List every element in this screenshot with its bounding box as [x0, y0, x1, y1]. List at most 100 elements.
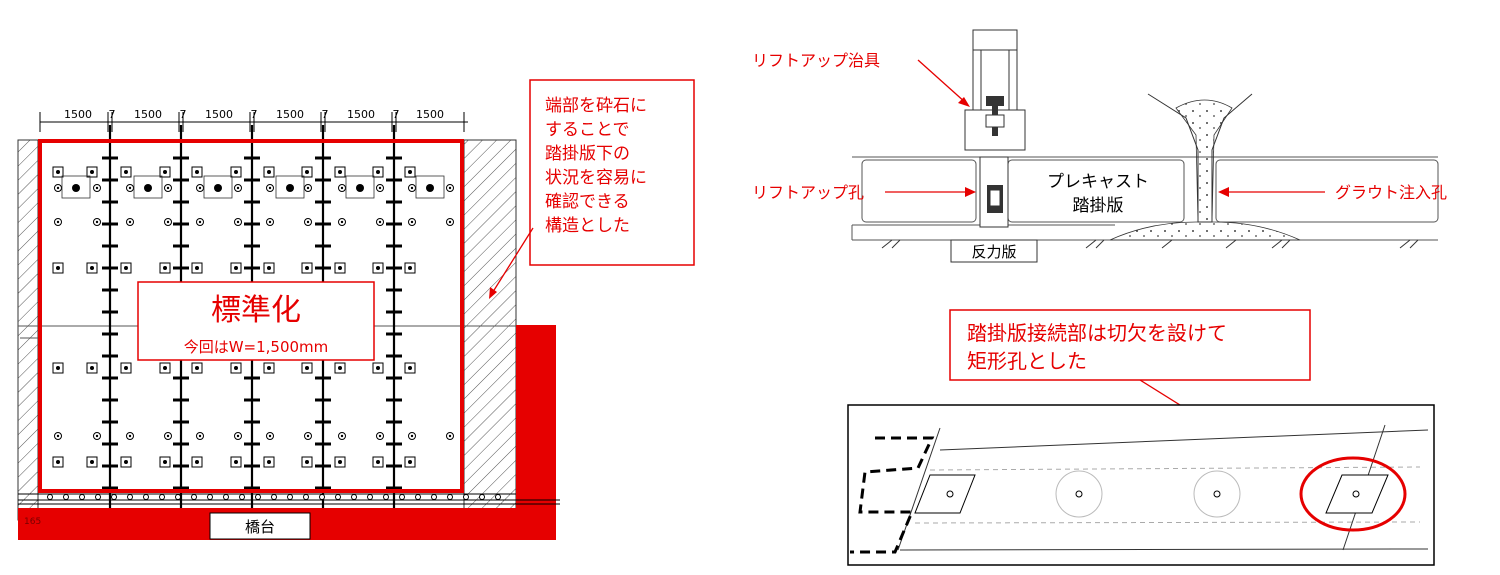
standardize-title: 標準化: [211, 293, 301, 328]
anchor-dot: [163, 460, 167, 464]
anchor-center: [306, 186, 310, 190]
right-hatch-strip: [463, 139, 517, 511]
anchor-center: [236, 220, 240, 224]
anchor-dot: [234, 460, 238, 464]
left-hatch-strip: [17, 139, 39, 521]
end-callout-box: [529, 79, 695, 266]
anchor-dot: [163, 366, 167, 370]
anchor-center: [56, 186, 60, 190]
anchor-center: [236, 434, 240, 438]
anchor-center: [268, 186, 272, 190]
anchor-center: [378, 220, 382, 224]
anchor-solid: [426, 184, 434, 192]
anchor-solid: [144, 184, 152, 192]
anchor-dot: [305, 266, 309, 270]
anchor-dot: [90, 460, 94, 464]
standardize-box: [137, 281, 375, 361]
dimension-label: 7: [251, 108, 258, 121]
end-callout-line: 踏掛版下の: [545, 144, 630, 164]
anchor-center: [340, 186, 344, 190]
end-callout: 端部を砕石に することで 踏掛版下の 状況を容易に 確認できる 構造とした: [545, 94, 647, 238]
bottom-bolt: [431, 494, 437, 500]
anchor-center: [340, 220, 344, 224]
anchor-center: [56, 220, 60, 224]
anchor-center: [198, 186, 202, 190]
anchor-center: [378, 186, 382, 190]
anchor-dot: [56, 460, 60, 464]
bottom-bolt: [47, 494, 53, 500]
bottom-bolt: [351, 494, 357, 500]
end-callout-line: することで: [545, 120, 630, 140]
anchor-center: [410, 220, 414, 224]
anchor-solid: [356, 184, 364, 192]
anchor-center: [306, 220, 310, 224]
anchor-solid: [286, 184, 294, 192]
bottom-bolt: [111, 494, 117, 500]
bottom-bolt: [79, 494, 85, 500]
anchor-center: [166, 220, 170, 224]
dimension-label: 7: [109, 108, 116, 121]
anchor-dot: [305, 366, 309, 370]
anchor-dot: [163, 170, 167, 174]
bottom-bolts: [47, 494, 501, 500]
anchor-dot: [124, 266, 128, 270]
dimension-label: 1500: [276, 108, 304, 121]
anchor-pocket: [203, 175, 233, 199]
anchor-center: [340, 434, 344, 438]
anchor-dot: [305, 460, 309, 464]
anchor-center: [128, 220, 132, 224]
bottom-bolt: [223, 494, 229, 500]
anchor-center: [166, 434, 170, 438]
anchor-center: [268, 434, 272, 438]
anchor-dot: [408, 170, 412, 174]
anchor-pocket: [275, 175, 305, 199]
anchor-dot: [90, 170, 94, 174]
lift-hole-label: リフトアップ孔: [752, 183, 864, 202]
dimension-label: 7: [180, 108, 187, 121]
lift-hole: [979, 156, 1009, 228]
panel-joints: [102, 125, 402, 540]
anchor-dot: [56, 266, 60, 270]
anchor-dot: [338, 460, 342, 464]
bottom-bolt: [367, 494, 373, 500]
abutment-label: 橋台: [245, 518, 275, 536]
slab-label-1: プレキャスト: [1047, 172, 1149, 192]
anchor-dot: [124, 366, 128, 370]
anchor-dot: [195, 366, 199, 370]
bottom-bolt: [271, 494, 277, 500]
bottom-bolt: [447, 494, 453, 500]
anchor-center: [410, 186, 414, 190]
anchor-dot: [408, 460, 412, 464]
anchor-dot: [234, 366, 238, 370]
abutment-label-box: [209, 512, 311, 540]
anchor-dot: [56, 366, 60, 370]
anchor-dot: [90, 366, 94, 370]
anchor-center: [128, 186, 132, 190]
bottom-bolt: [63, 494, 69, 500]
anchor-center: [306, 434, 310, 438]
bottom-bolt: [335, 494, 341, 500]
anchor-dot: [267, 366, 271, 370]
end-callout-line: 構造とした: [545, 216, 630, 236]
anchor-dot: [267, 266, 271, 270]
anchor-dot: [376, 266, 380, 270]
bottom-bolt: [383, 494, 389, 500]
anchor-dot: [163, 266, 167, 270]
anchor-center: [236, 186, 240, 190]
anchor-dot: [408, 266, 412, 270]
bottom-bolt: [143, 494, 149, 500]
abutment-red-vertical: [516, 325, 556, 540]
bottom-bolt: [175, 494, 181, 500]
bottom-bolt: [463, 494, 469, 500]
grout-fill: [1109, 221, 1301, 241]
anchor-dot: [124, 460, 128, 464]
dimension-label: 7: [393, 108, 400, 121]
end-callout-line: 状況を容易に: [545, 168, 647, 188]
bottom-bolt: [239, 494, 245, 500]
bottom-bolt: [159, 494, 165, 500]
anchor-pocket: [415, 175, 445, 199]
anchor-dot: [234, 170, 238, 174]
anchor-dot: [408, 366, 412, 370]
